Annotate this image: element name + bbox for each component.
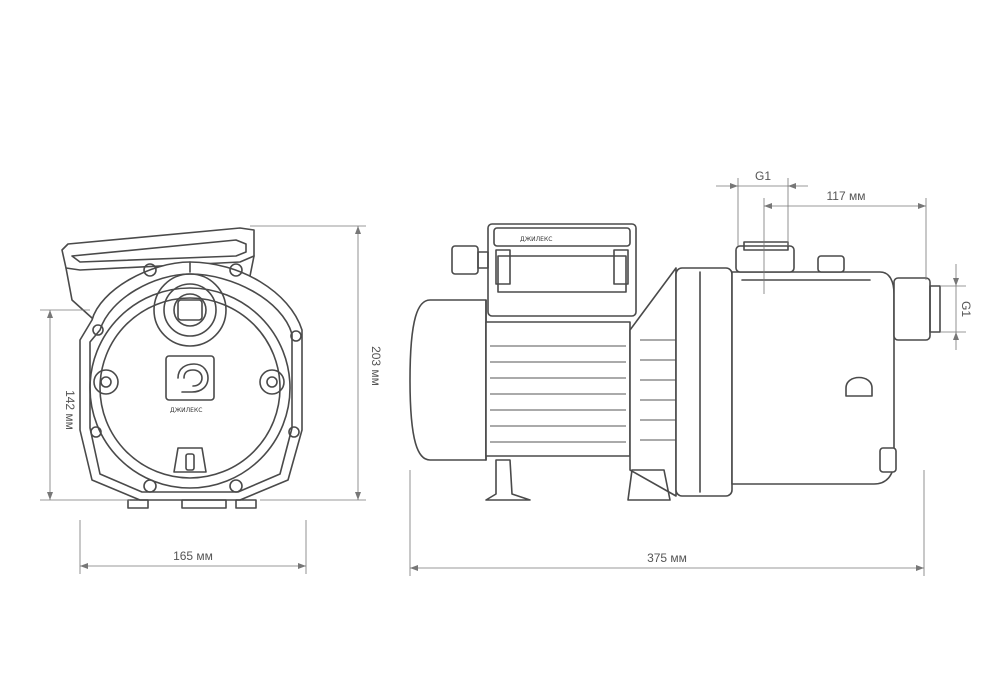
dim-front-height-total: 203 мм [369,346,383,386]
dim-inlet-thread: G1 [959,301,973,317]
dim-side-length: 375 мм [647,551,687,565]
dim-outlet-thread: G1 [755,169,771,183]
brand-logo: ДЖИЛЕКС [165,355,215,414]
cooling-fins [490,345,626,443]
side-brand-text: ДЖИЛЕКС [520,236,552,243]
front-dimensions: 165 мм 142 мм 203 мм [40,225,383,574]
side-dimensions: 375 мм G1 117 мм G1 [409,169,973,576]
dim-front-width: 165 мм [173,549,213,563]
dim-outlet-offset: 117 мм [827,189,866,203]
side-view: ДЖИЛЕКС [409,223,941,501]
bolt-group [90,263,302,493]
dim-front-height-inner: 142 мм [63,390,77,430]
front-view: ДЖИЛЕКС [61,227,303,509]
brand-logo-text: ДЖИЛЕКС [170,407,202,414]
